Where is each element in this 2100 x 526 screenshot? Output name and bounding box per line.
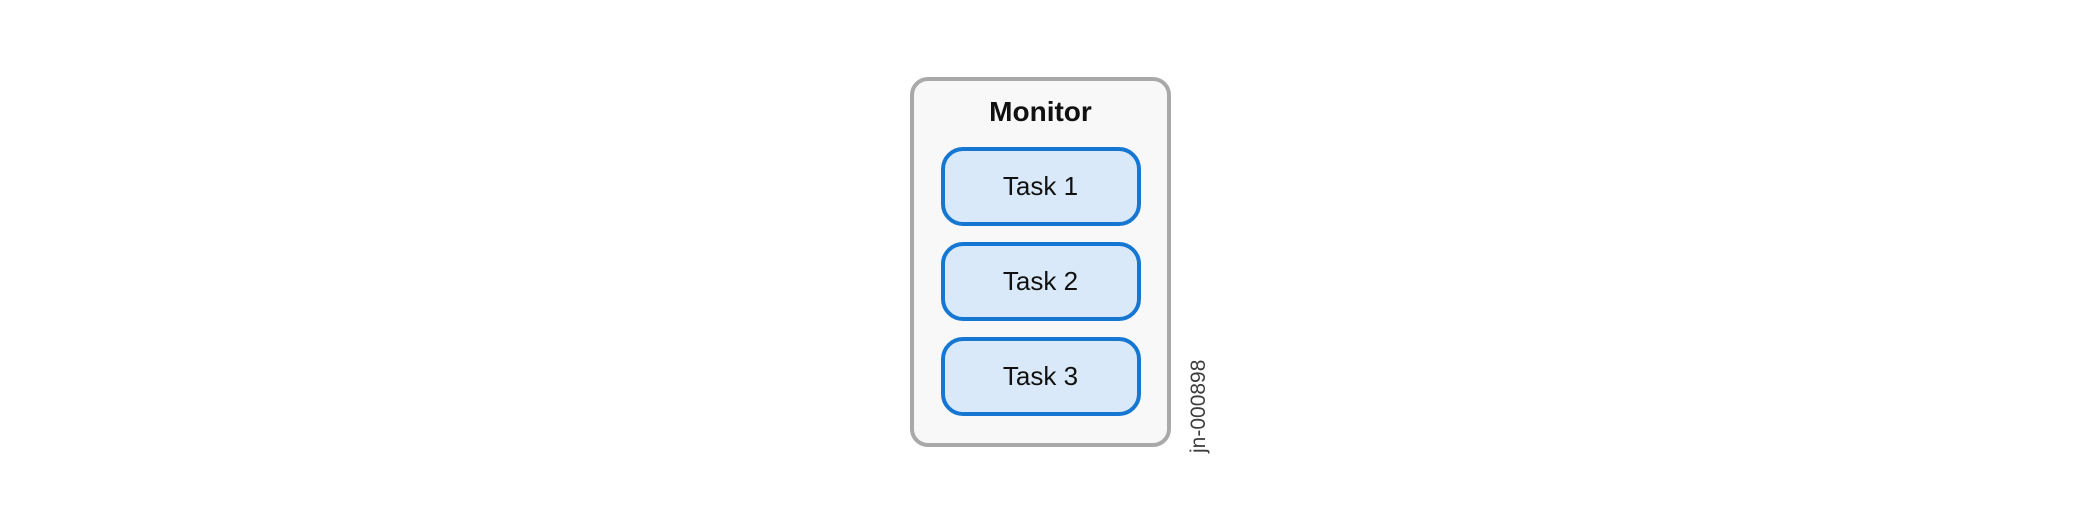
monitor-title: Monitor: [989, 96, 1092, 127]
figure-id-label: jn-000898: [1187, 359, 1210, 453]
task-box-3: Task 3: [940, 337, 1141, 416]
task-box-1: Task 1: [940, 147, 1141, 226]
task-list: Task 1 Task 2 Task 3: [940, 147, 1141, 416]
task-box-2: Task 2: [940, 242, 1141, 321]
task-label-2: Task 2: [1002, 266, 1079, 296]
monitor-container: Monitor Task 1 Task 2 Task 3: [910, 77, 1171, 447]
task-label-1: Task 1: [1002, 171, 1079, 201]
task-label-3: Task 3: [1002, 361, 1079, 391]
